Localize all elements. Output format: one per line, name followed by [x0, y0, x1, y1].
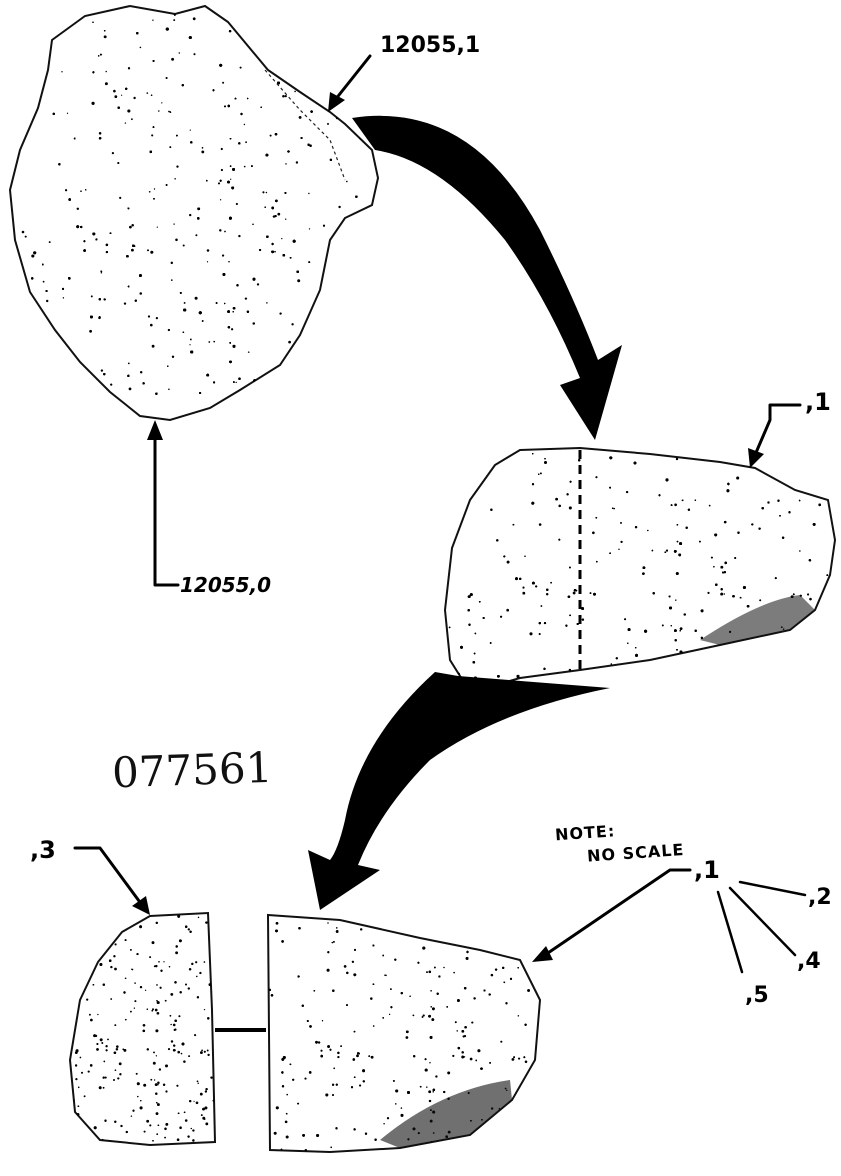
process-arrow-bottom — [308, 672, 610, 910]
catalog-stamp: 077561 — [111, 743, 273, 798]
label-12055-0: 12055,0 — [180, 573, 271, 597]
label-12055-1: 12055,1 — [380, 33, 480, 58]
label-4: ,4 — [797, 949, 821, 974]
label-3: ,3 — [30, 836, 56, 864]
label-mid-1: ,1 — [805, 388, 831, 416]
label-5: ,5 — [745, 983, 769, 1008]
parent-rock-12055 — [5, 0, 386, 426]
sawn-piece-1 — [262, 909, 548, 1159]
process-arrow-top — [352, 116, 622, 440]
sawn-piece-3 — [64, 904, 221, 1151]
label-bottom-1: ,1 — [694, 856, 720, 884]
split-piece-1 — [440, 440, 841, 702]
note-title: NOTE: — [554, 821, 615, 844]
label-2: ,2 — [808, 885, 832, 910]
note-body: NO SCALE — [587, 840, 685, 866]
